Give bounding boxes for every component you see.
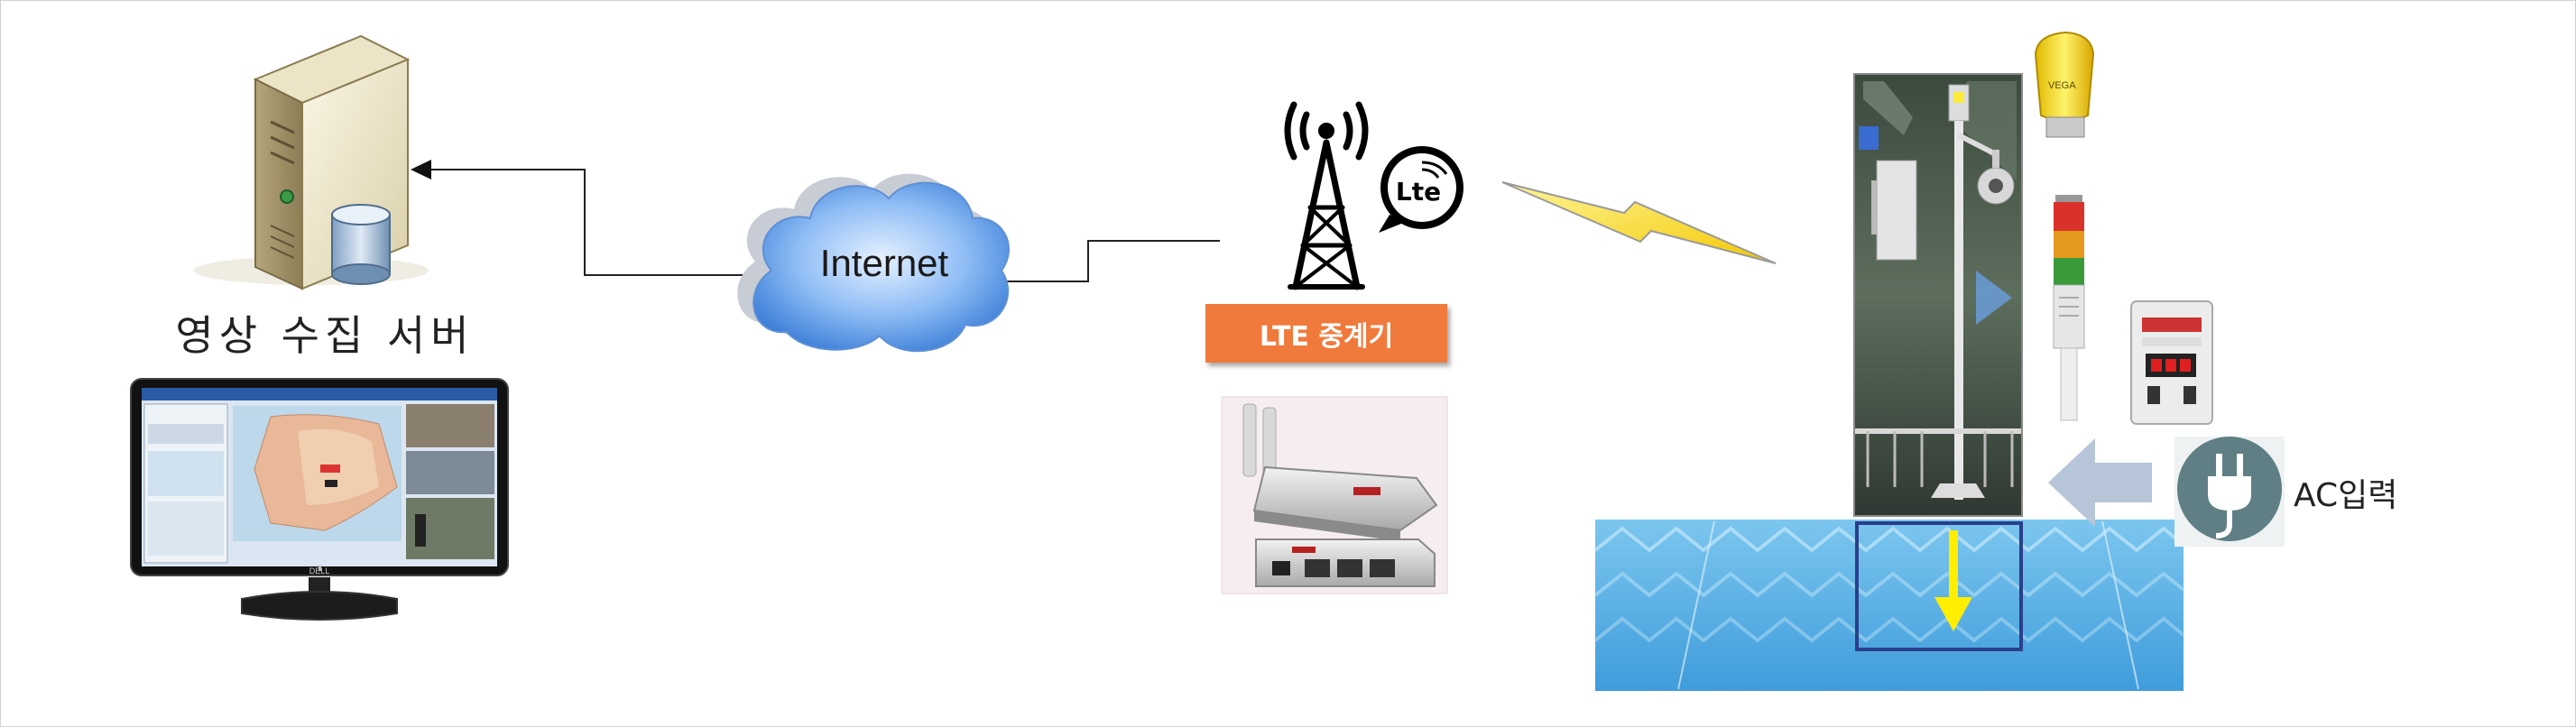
cell-tower-icon (1284, 101, 1369, 290)
water-area (1593, 520, 2185, 691)
server-label: 영상 수집 서버 (175, 311, 475, 360)
cloud-icon (737, 173, 1011, 353)
controller-module-icon (2130, 300, 2213, 425)
monitor-brand: DELL (309, 566, 330, 575)
signal-tower-light-icon (2053, 195, 2085, 421)
power-plug-icon (2174, 437, 2285, 547)
lightning-bolt-icon (1501, 181, 1777, 264)
radar-level-sensor-icon: VEGA (2034, 31, 2095, 138)
arrow-head-to-server (411, 160, 431, 179)
database-cylinder-icon (331, 204, 391, 285)
connector-server-cloud (424, 169, 756, 276)
server-tower-icon (194, 34, 429, 290)
lte-badge-icon: Lte (1379, 146, 1463, 233)
cloud-label: Internet (819, 242, 949, 284)
lte-badge-text: Lte (1396, 177, 1441, 207)
connector-cloud-tower (991, 240, 1220, 282)
field-pole-photo (1853, 73, 2023, 517)
lte-repeater-label: LTE 중계기 (1205, 304, 1447, 363)
power-direction-arrow (2048, 438, 2152, 527)
sensor-brand: VEGA (2048, 80, 2076, 91)
lte-router-icon (1221, 396, 1448, 594)
monitor-icon: DELL (130, 378, 509, 621)
ac-input-label: AC입력 (2294, 477, 2398, 514)
